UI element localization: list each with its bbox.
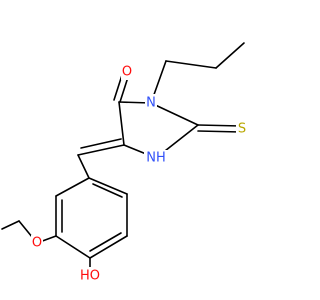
- atom-carbonyl-oxygen: O: [121, 65, 133, 80]
- atom-label-phenol-oxygen: HO: [80, 269, 100, 284]
- bond-propyl-3: [215, 42, 245, 69]
- atom-label-thione-sulfur: S: [238, 122, 246, 137]
- bond-thione-b: [197, 130, 242, 133]
- atom-thione-sulfur: S: [236, 120, 248, 137]
- bond-ring-4: [55, 235, 91, 259]
- bond-C5-C4: [118, 101, 125, 146]
- molecule-diagram: O N NH S O HO: [1, 42, 248, 285]
- atom-label-ring-nh: NH: [146, 151, 166, 166]
- atom-ring-nitrogen: N: [145, 94, 157, 111]
- atom-ether-oxygen: O: [31, 235, 43, 252]
- bond-N-C2: [150, 102, 199, 126]
- atom-layer: O N NH S O HO: [31, 65, 248, 285]
- bond-thione-a: [197, 124, 242, 127]
- bond-ethoxy-3: [1, 220, 20, 230]
- bond-ring-3: [89, 235, 128, 259]
- bond-propyl-2: [165, 60, 217, 69]
- bond-exo-to-ring: [77, 154, 90, 179]
- bond-ring-3-inner: [89, 232, 122, 252]
- atom-label-ether-oxygen: O: [32, 236, 42, 251]
- bond-ring-6: [55, 177, 90, 197]
- bond-ring-1-inner: [92, 183, 123, 198]
- bond-ring-1: [88, 177, 128, 195]
- atom-label-ring-nitrogen: N: [146, 96, 156, 111]
- atom-phenol-oxygen: HO: [77, 267, 102, 285]
- bond-exo-b: [80, 138, 122, 149]
- bond-exo-a: [77, 144, 125, 156]
- atom-label-carbonyl-oxygen: O: [122, 65, 132, 80]
- atom-ring-nh: NH: [144, 150, 169, 167]
